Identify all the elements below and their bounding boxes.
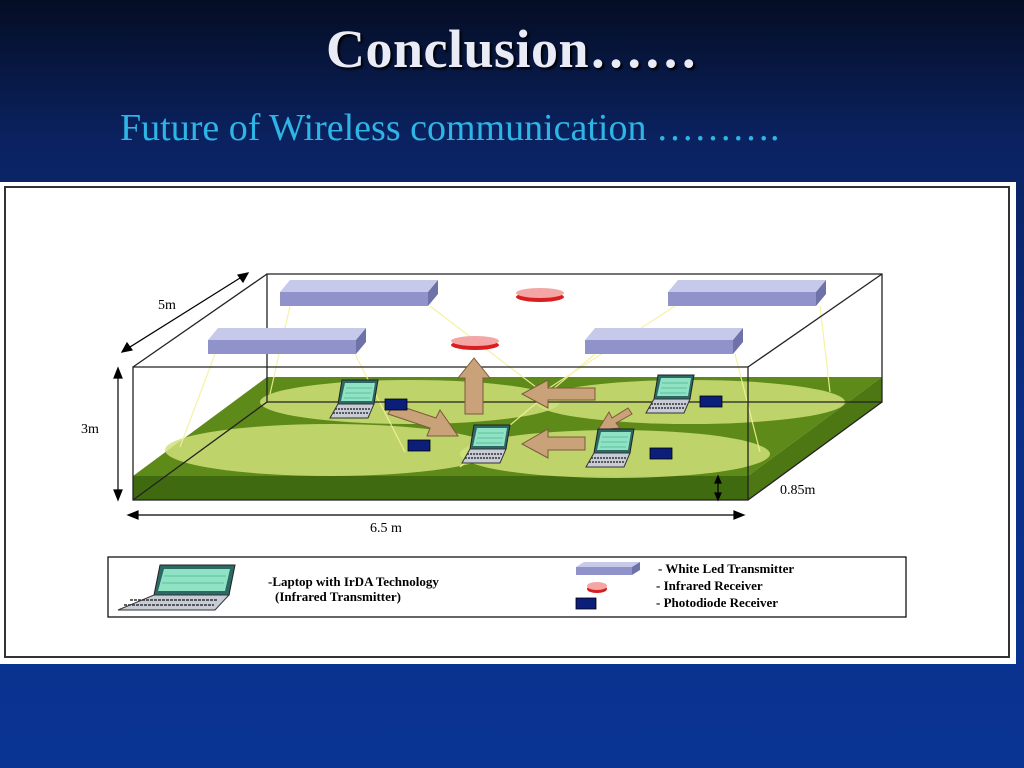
diagram-figure: 5m 3m 6.5 m 0.85m -Laptop with IrDA Tech…	[0, 182, 1016, 664]
white-led-transmitter-icon	[668, 280, 826, 306]
legend-laptop-icon	[117, 564, 236, 611]
ir-arrows	[387, 357, 633, 459]
coverage-area	[165, 424, 495, 476]
room-frame	[132, 273, 883, 501]
white-led-transmitter-icon	[208, 328, 366, 354]
desk-side	[748, 377, 882, 500]
photodiode-receiver-icon	[384, 395, 723, 460]
legend-led-text: - White Led Transmitter	[658, 561, 794, 576]
room-diagram: 5m 3m 6.5 m 0.85m -Laptop with IrDA Tech…	[4, 186, 1010, 658]
height-label: 3m	[81, 422, 99, 437]
legend-photodiode-text: - Photodiode Receiver	[656, 595, 778, 610]
white-led-transmitter-icon	[280, 280, 438, 306]
width-label: 6.5 m	[370, 521, 402, 536]
legend-photodiode-icon	[575, 597, 597, 610]
legend-laptop-text: -Laptop with IrDA Technology	[268, 574, 439, 589]
legend-laptop-text: (Infrared Transmitter)	[275, 589, 401, 604]
dimension-lines	[113, 272, 746, 520]
legend-infrared-text: - Infrared Receiver	[656, 578, 763, 593]
slide-subtitle: Future of Wireless communication ……….	[120, 107, 780, 149]
white-led-transmitter-icon	[585, 328, 743, 354]
desk-height-label: 0.85m	[780, 483, 816, 498]
slide-title: Conclusion……	[325, 19, 699, 79]
legend-led-icon	[576, 562, 640, 575]
desk-front	[133, 476, 748, 500]
infrared-receiver-icon	[516, 288, 564, 302]
infrared-receiver-icon	[451, 336, 499, 350]
legend: -Laptop with IrDA Technology (Infrared T…	[107, 556, 907, 618]
legend-infrared-icon	[587, 582, 607, 593]
depth-label: 5m	[158, 298, 176, 313]
